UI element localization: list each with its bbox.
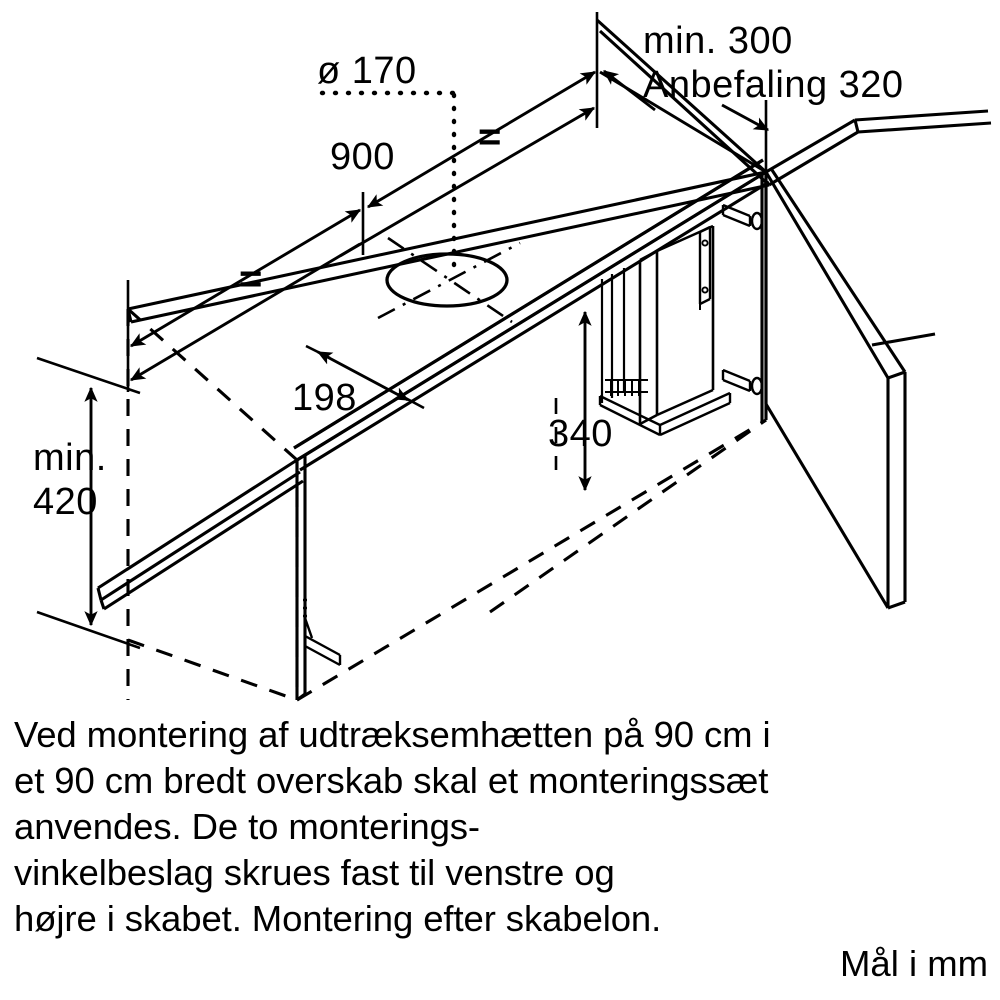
dimension-label-min-depth: min. 300 [643, 20, 793, 62]
cabinet-interior [765, 109, 992, 187]
equal-mark-right: = [478, 115, 502, 159]
duct-centre-crosshair [377, 236, 521, 324]
dimension-900 [126, 12, 599, 348]
dimension-198 [305, 344, 425, 410]
dimension-min-300 [599, 69, 770, 175]
cabinet-top-inner-surface [293, 158, 767, 462]
dimension-min-420 [36, 356, 141, 650]
dimension-label-duct-diameter: ø 170 [317, 50, 417, 92]
dimension-label-min-clearance-prefix: min. [33, 437, 107, 479]
dimension-340 [578, 310, 592, 492]
dimension-label-duct-offset: 198 [292, 377, 357, 419]
units-note: Mål i mm [839, 943, 988, 984]
dimension-label-recommended-depth: Anbefaling 320 [643, 64, 904, 106]
cabinet-front-rail [293, 158, 770, 472]
installation-caption: Ved montering af udtræksemhætten på 90 c… [14, 714, 771, 939]
cabinet-door-panel [764, 169, 936, 610]
dimension-overall-equal [126, 106, 596, 392]
equal-mark-left: = [239, 257, 263, 301]
dimension-label-min-clearance-value: 420 [33, 481, 98, 523]
dimension-label-cabinet-width: 900 [330, 136, 395, 178]
cabinet-foot-bracket [303, 598, 342, 667]
cabinet-left-panel [96, 456, 307, 702]
duct-opening-ellipse [385, 252, 509, 308]
dimension-label-hood-height: 340 [548, 413, 613, 455]
hood-body-assembly [598, 203, 764, 437]
